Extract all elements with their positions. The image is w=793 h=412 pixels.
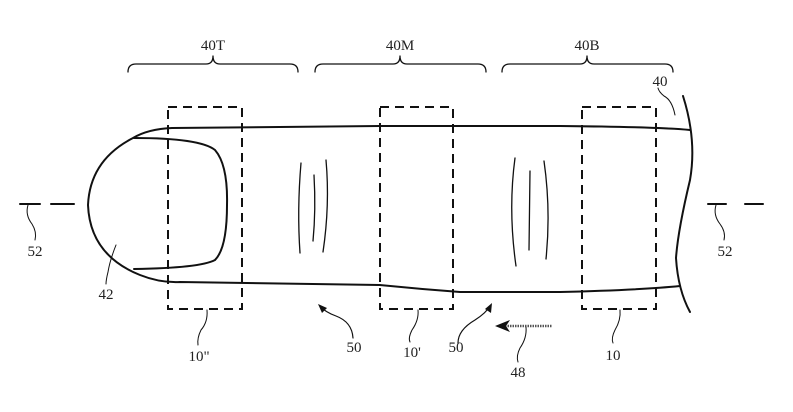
leader-finger (657, 87, 676, 116)
brace-40B (501, 55, 674, 73)
label-ridges-left: 50 (347, 340, 362, 356)
label-sensor-base: 10 (606, 348, 621, 364)
ridge-lines-left (298, 159, 329, 254)
region-label-base: 40B (574, 38, 599, 54)
movement-direction-arrow (495, 320, 552, 363)
label-ridges-right: 50 (449, 340, 464, 356)
brace-40T (127, 55, 299, 73)
ridge-arrow-right (457, 303, 492, 344)
label-sensor-middle: 10' (403, 345, 421, 361)
leader-sensor-middle (408, 309, 419, 343)
brace-40M (314, 55, 487, 73)
label-axis-left: 52 (28, 244, 43, 260)
finger-base-edge (675, 95, 694, 313)
label-sensor-tip: 10" (188, 349, 209, 365)
finger-outline (87, 125, 691, 293)
label-direction: 48 (511, 365, 526, 381)
leader-sensor-tip (197, 309, 208, 346)
fingernail (133, 137, 229, 270)
ridge-lines-right (511, 157, 549, 267)
axis-line-right (707, 203, 764, 241)
label-nail: 42 (99, 287, 114, 303)
sensor-box-tip (167, 106, 243, 310)
region-label-tip: 40T (201, 38, 225, 54)
leader-nail (105, 244, 117, 285)
label-finger: 40 (653, 74, 668, 90)
label-axis-right: 52 (718, 244, 733, 260)
sensor-box-middle (379, 106, 454, 310)
ridge-arrow-left (318, 304, 354, 339)
leader-sensor-base (611, 309, 621, 344)
sensor-box-base (581, 106, 657, 310)
axis-line-left (19, 203, 75, 241)
region-label-middle: 40M (386, 38, 414, 54)
